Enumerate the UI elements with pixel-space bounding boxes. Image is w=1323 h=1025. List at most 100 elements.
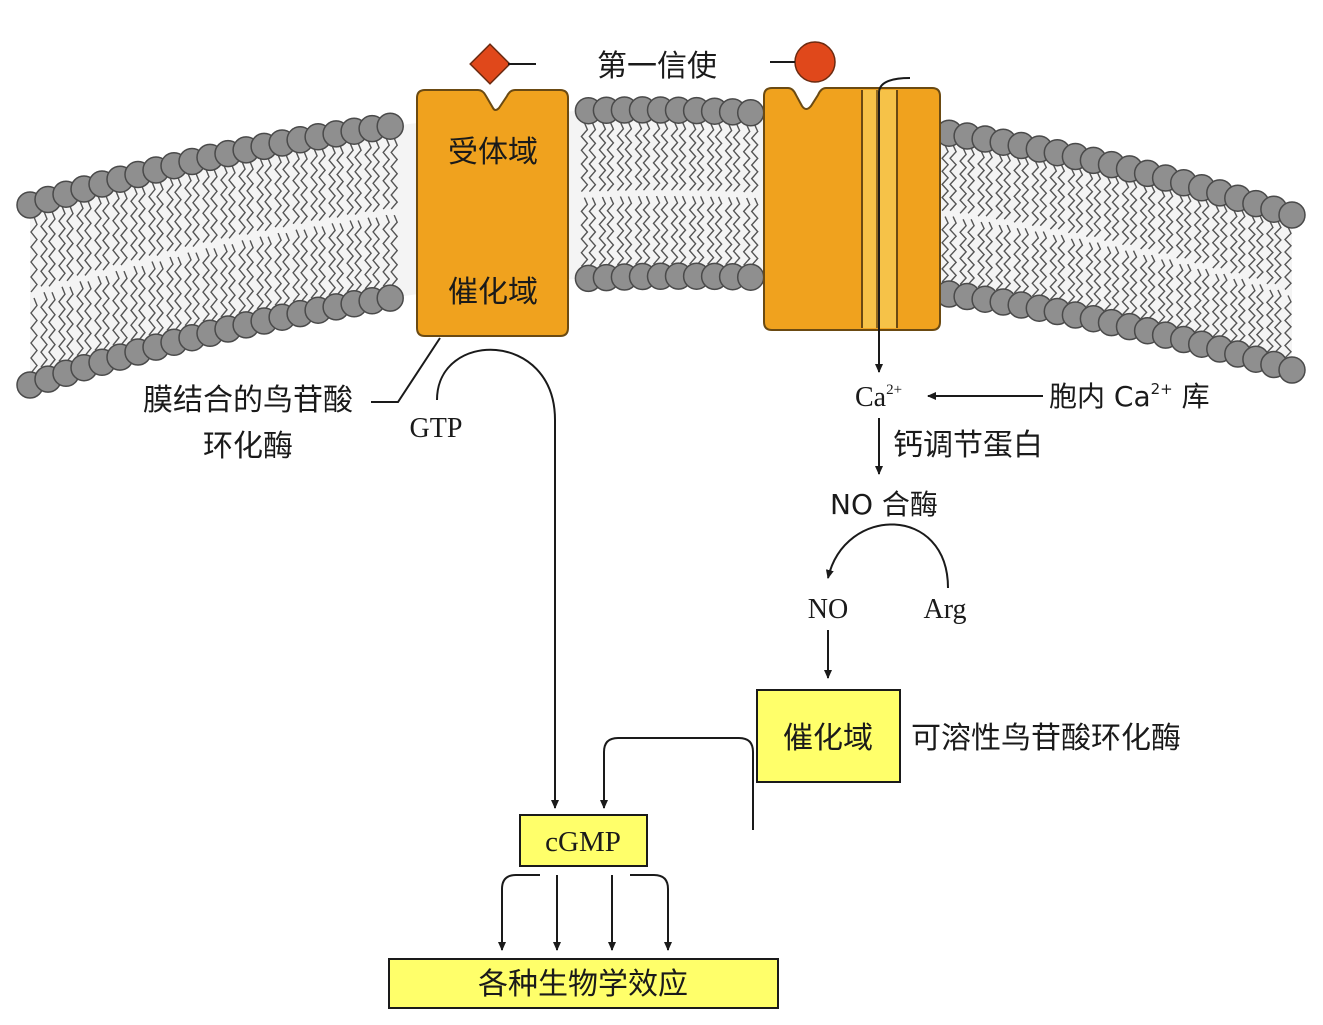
- lipid-tail: [742, 197, 751, 266]
- lipid-tail: [634, 121, 643, 191]
- lipid-tail: [292, 229, 301, 303]
- lipid-tail: [1003, 153, 1012, 220]
- lipid-tail: [1193, 268, 1202, 333]
- lipid-tail: [1255, 215, 1264, 279]
- lipid-tail: [336, 223, 345, 296]
- lipid-tail: [1013, 157, 1022, 223]
- lipid-tail: [48, 211, 56, 287]
- lipid-tail: [1057, 164, 1066, 230]
- lipid-tail: [364, 217, 373, 290]
- lipid-tail: [354, 220, 363, 293]
- lipid-tail: [588, 197, 597, 267]
- lipid-tail: [660, 195, 669, 265]
- lipid-tail: [1121, 180, 1130, 246]
- lipid-tail: [1175, 263, 1184, 328]
- lipid-bilayer: [16, 96, 1306, 399]
- lipid-tail: [94, 275, 102, 351]
- lipid-tail: [714, 196, 723, 265]
- lipid-tail: [328, 145, 337, 218]
- lipid-tail: [282, 154, 291, 228]
- lipid-tail: [210, 169, 218, 243]
- lipid-tail: [706, 122, 715, 192]
- lipid-tail: [1075, 168, 1084, 234]
- lipid-tail: [1183, 194, 1192, 259]
- lipid-tail: [1265, 289, 1274, 353]
- lipid-tail: [995, 224, 1004, 291]
- lipid-tail: [652, 121, 661, 191]
- lipid-tail: [985, 221, 994, 288]
- lipid-tail: [246, 240, 255, 314]
- lipid-tail: [616, 121, 625, 191]
- lipid-tail: [714, 122, 723, 192]
- messenger-diamond-icon: [469, 43, 511, 85]
- lipid-tail: [1175, 194, 1184, 259]
- lipid-tail: [652, 195, 661, 265]
- channel-receptor: [763, 87, 941, 331]
- lipid-tail: [1049, 234, 1058, 300]
- lipid-tail: [174, 256, 182, 331]
- lipid-tail: [238, 161, 247, 235]
- lipid-tail: [256, 236, 265, 310]
- lipid-tail: [220, 244, 228, 318]
- lipid-tail: [1201, 268, 1210, 333]
- biological-effects-box: [388, 958, 779, 1009]
- lipid-tail: [949, 144, 958, 212]
- lipid-tail: [1039, 160, 1048, 227]
- lipid-tail: [1129, 180, 1138, 246]
- lipid-tail: [1139, 185, 1148, 250]
- lipid-tail: [1103, 246, 1112, 312]
- lipid-tail: [1049, 164, 1058, 230]
- lipid-tail: [1147, 185, 1156, 250]
- lipid-tail: [1129, 250, 1138, 316]
- lipid-tail: [66, 286, 74, 362]
- lipid-tail: [382, 137, 391, 210]
- lipid-tail: [1031, 160, 1040, 227]
- lipid-tail: [1111, 246, 1120, 312]
- lipid-tail: [166, 256, 174, 331]
- lipid-tail: [202, 248, 210, 322]
- lipid-tail: [1201, 199, 1210, 264]
- lipid-tail: [750, 124, 759, 193]
- arg-to-no-arrow: [825, 523, 949, 589]
- lipid-tail: [210, 248, 218, 322]
- lipid-tail: [192, 252, 200, 327]
- lipid-tail: [112, 270, 120, 346]
- lipid-tail: [1284, 295, 1292, 359]
- lipid-tail: [1013, 228, 1022, 294]
- messenger-circle-icon: [794, 41, 836, 83]
- lipid-tail: [372, 140, 381, 213]
- lipid-tail: [1183, 263, 1192, 328]
- lipid-tail: [1039, 231, 1048, 297]
- lipid-tail: [1093, 242, 1102, 308]
- lipid-tail: [120, 270, 128, 346]
- lipid-tail: [967, 219, 976, 285]
- lipid-tail: [580, 197, 589, 267]
- lipid-tail: [580, 122, 589, 193]
- lipid-tail: [1265, 220, 1274, 285]
- lipid-tail: [1284, 226, 1292, 290]
- lipid-heads: [16, 96, 1306, 399]
- lipid-tail: [1293, 296, 1299, 359]
- lipid-tail: [130, 186, 138, 261]
- lipid-tail: [1157, 259, 1166, 324]
- lipid-tail: [977, 221, 986, 288]
- lipid-tail: [1021, 228, 1030, 294]
- lipid-tail: [282, 232, 291, 306]
- lipid-tail: [588, 122, 597, 193]
- lipid-tail: [166, 177, 174, 252]
- lipid-tail: [364, 140, 373, 213]
- lipid-tail: [354, 142, 363, 215]
- lipid-tail: [318, 148, 327, 221]
- lipid-tail: [336, 145, 345, 218]
- lipid-tail: [678, 195, 687, 265]
- lipid-tail: [1229, 278, 1238, 343]
- lipid-tail: [1085, 172, 1094, 238]
- lipid-tail: [959, 147, 968, 214]
- lipid-tail: [670, 195, 679, 265]
- lipid-tail: [606, 122, 615, 192]
- lipid-tail: [1111, 176, 1120, 242]
- lipid-tail: [184, 173, 192, 248]
- lipid-tail: [372, 217, 381, 290]
- lipid-tail: [1219, 273, 1228, 338]
- lipid-tail: [634, 195, 643, 265]
